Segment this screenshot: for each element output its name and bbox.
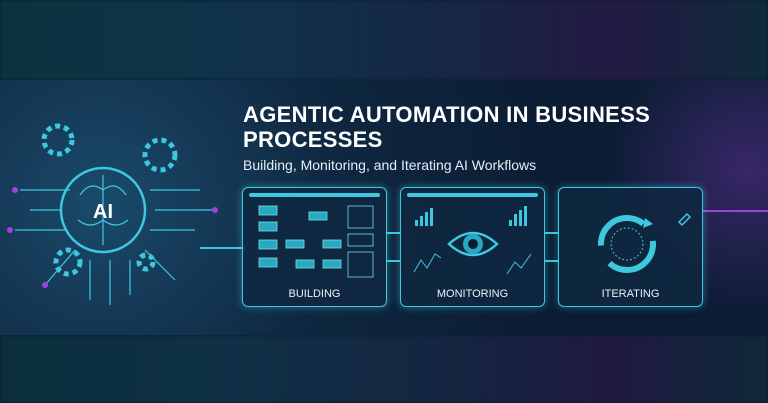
panel-monitoring: MONITORING [400, 187, 545, 307]
connector-line [544, 232, 559, 234]
connector-line [386, 232, 401, 234]
connector-line [386, 260, 401, 262]
brain-label: AI [93, 201, 113, 223]
connector-line [200, 247, 245, 249]
window-titlebar [407, 193, 538, 197]
flowchart-icon [258, 205, 374, 278]
blurred-bottom-background [0, 335, 768, 403]
panel-label: BUILDING [288, 288, 341, 300]
blurred-top-background [0, 0, 768, 80]
window-titlebar [249, 193, 380, 197]
panel-label: MONITORING [436, 288, 509, 300]
panel-label: ITERATING [601, 288, 660, 300]
panel-building: BUILDING [242, 187, 387, 307]
ai-brain-icon: AI [7, 123, 218, 305]
connector-line [703, 210, 768, 212]
cycle-arrow-icon [598, 212, 692, 273]
panel-iterating: ITERATING [558, 187, 703, 307]
eye-dashboard-icon [413, 206, 532, 275]
pencil-icon [677, 212, 692, 227]
connector-line [544, 260, 559, 262]
subtitle: Building, Monitoring, and Iterating AI W… [243, 157, 537, 173]
